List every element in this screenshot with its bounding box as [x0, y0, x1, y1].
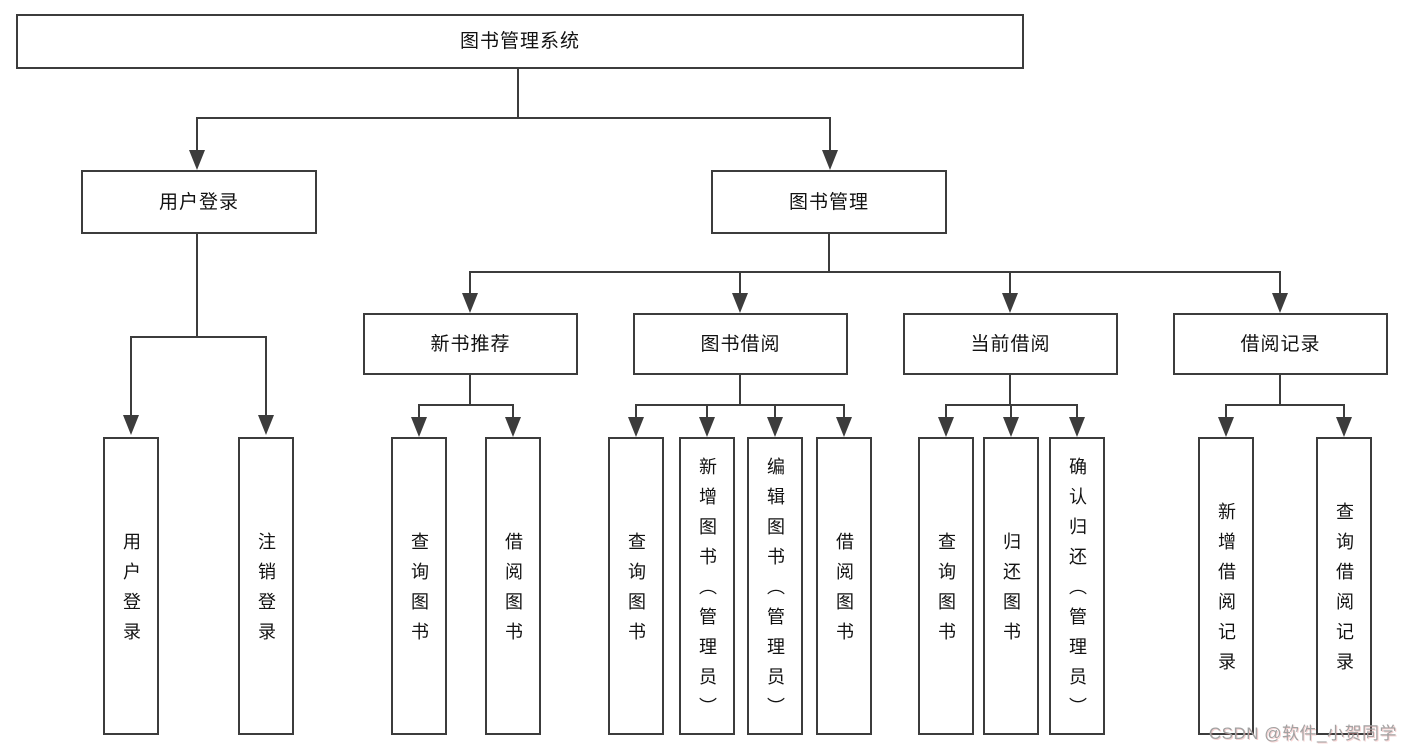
connector-line [843, 404, 845, 419]
arrow-down-icon [1272, 293, 1288, 313]
arrow-down-icon [1336, 417, 1352, 437]
csdn-watermark: CSDN @软件_小贺同学 [1208, 724, 1397, 743]
connector-line [196, 117, 198, 153]
connector-line [418, 404, 514, 406]
node-label: 图书借阅 [700, 333, 781, 355]
arrow-down-icon [732, 293, 748, 313]
connector-line [196, 234, 198, 338]
node-label: 借阅图书 [834, 532, 854, 652]
node-label: 编辑图书（管理员） [765, 457, 785, 727]
node-label: 查询图书 [936, 532, 956, 652]
leaf-borrow-books-recommend: 借阅图书 [485, 437, 541, 735]
connector-line [635, 404, 637, 419]
connector-line [635, 404, 845, 406]
connector-line [1343, 404, 1345, 419]
connector-line [1009, 271, 1011, 297]
arrow-down-icon [836, 417, 852, 437]
connector-line [130, 336, 267, 338]
connector-line [265, 336, 267, 418]
leaf-borrow-books: 借阅图书 [816, 437, 872, 735]
connector-line [1225, 404, 1345, 406]
leaf-logout: 注销登录 [238, 437, 294, 735]
arrow-down-icon [699, 417, 715, 437]
connector-line [739, 375, 741, 406]
arrow-down-icon [1069, 417, 1085, 437]
arrow-down-icon [1218, 417, 1234, 437]
arrow-down-icon [462, 293, 478, 313]
arrow-down-icon [258, 415, 274, 435]
leaf-query-books-recommend: 查询图书 [391, 437, 447, 735]
node-label: 查询借阅记录 [1334, 502, 1354, 682]
leaf-query-books-borrow: 查询图书 [608, 437, 664, 735]
node-label: 确认归还（管理员） [1067, 457, 1087, 727]
connector-line [1279, 375, 1281, 406]
leaf-query-borrow-record: 查询借阅记录 [1316, 437, 1372, 735]
node-label: 借阅记录 [1240, 333, 1321, 355]
connector-line [774, 404, 776, 419]
connector-line [706, 404, 708, 419]
connector-line [945, 404, 947, 419]
node-label: 注销登录 [256, 532, 276, 652]
leaf-confirm-return-admin: 确认归还（管理员） [1049, 437, 1105, 735]
connector-line [828, 234, 830, 273]
connector-line [418, 404, 420, 419]
node-user-login: 用户登录 [81, 170, 317, 234]
arrow-down-icon [505, 417, 521, 437]
node-library-management-system: 图书管理系统 [16, 14, 1024, 69]
arrow-down-icon [411, 417, 427, 437]
node-label: 新增图书（管理员） [697, 457, 717, 727]
arrow-down-icon [1002, 293, 1018, 313]
connector-line [1076, 404, 1078, 419]
node-label: 查询图书 [626, 532, 646, 652]
leaf-edit-books-admin: 编辑图书（管理员） [747, 437, 803, 735]
node-label: 图书管理 [788, 191, 869, 213]
arrow-down-icon [628, 417, 644, 437]
node-borrow-records: 借阅记录 [1173, 313, 1388, 375]
connector-line [469, 271, 471, 297]
connector-line [739, 271, 741, 297]
connector-line [517, 69, 519, 119]
connector-line [1279, 271, 1281, 297]
leaf-query-books-current: 查询图书 [918, 437, 974, 735]
node-book-borrow: 图书借阅 [633, 313, 848, 375]
arrow-down-icon [123, 415, 139, 435]
node-current-borrow: 当前借阅 [903, 313, 1118, 375]
node-label: 新增借阅记录 [1216, 502, 1236, 682]
node-new-book-recommend: 新书推荐 [363, 313, 578, 375]
node-label: 当前借阅 [970, 333, 1051, 355]
node-label: 查询图书 [409, 532, 429, 652]
leaf-add-books-admin: 新增图书（管理员） [679, 437, 735, 735]
node-label: 用户登录 [121, 532, 141, 652]
connector-line [512, 404, 514, 419]
node-label: 图书管理系统 [459, 31, 580, 52]
connector-line [469, 271, 1281, 273]
connector-line [829, 117, 831, 153]
node-book-management: 图书管理 [711, 170, 947, 234]
node-label: 借阅图书 [503, 532, 523, 652]
connector-line [1009, 375, 1011, 406]
node-label: 归还图书 [1001, 532, 1021, 652]
connector-line [1010, 404, 1012, 419]
connector-line [196, 117, 831, 119]
connector-line [469, 375, 471, 406]
node-label: 用户登录 [158, 191, 239, 213]
leaf-user-login: 用户登录 [103, 437, 159, 735]
arrow-down-icon [822, 150, 838, 170]
leaf-return-books: 归还图书 [983, 437, 1039, 735]
arrow-down-icon [767, 417, 783, 437]
connector-line [1225, 404, 1227, 419]
leaf-add-borrow-record: 新增借阅记录 [1198, 437, 1254, 735]
arrow-down-icon [189, 150, 205, 170]
arrow-down-icon [938, 417, 954, 437]
node-label: 新书推荐 [430, 333, 511, 355]
arrow-down-icon [1003, 417, 1019, 437]
connector-line [130, 336, 132, 418]
